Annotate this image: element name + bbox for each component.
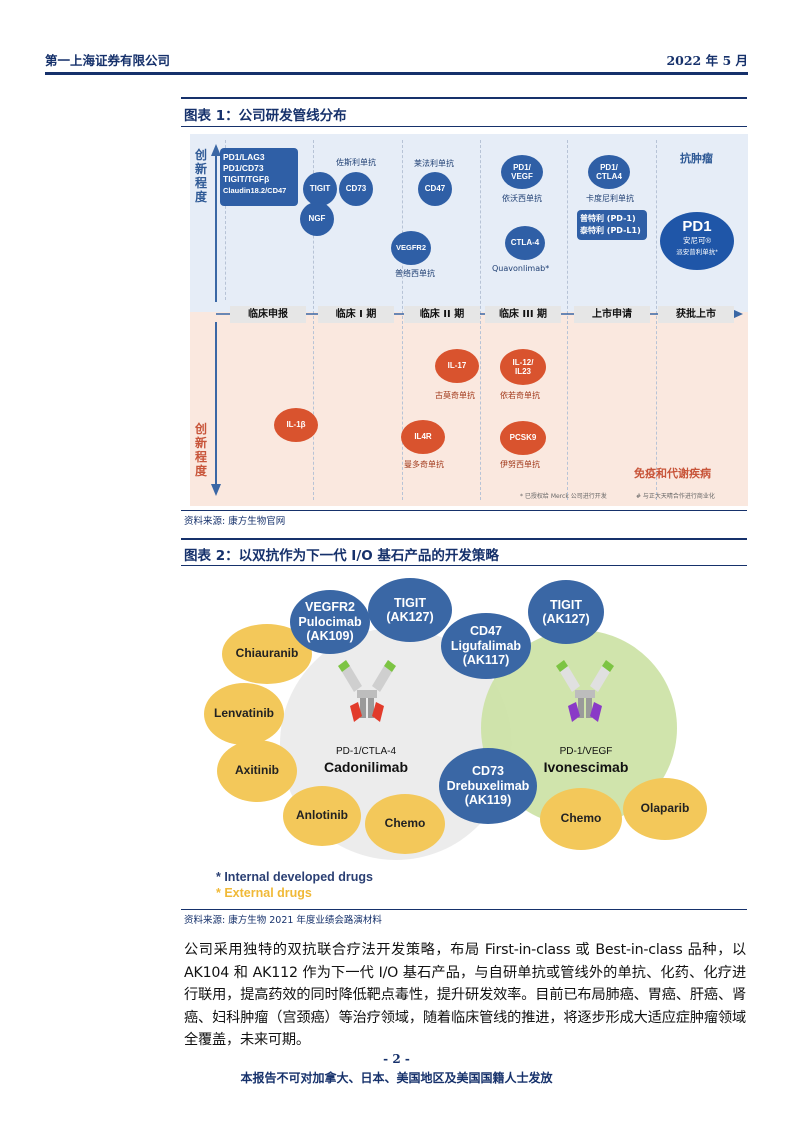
external-drug-bubble: Chemo — [365, 794, 445, 854]
figure2-title-rule — [181, 565, 747, 566]
figure1-source: 资料来源: 康方生物官网 — [184, 516, 286, 527]
y-axis-label-top: 创新程度 — [195, 148, 208, 204]
pipeline-chart: 创新程度 创新程度 临床申报 临床 I 期 临床 II 期 临床 III 期 上… — [190, 134, 748, 506]
body-paragraph: 公司采用独特的双抗联合疗法开发策略，布局 First-in-class 或 Be… — [184, 942, 746, 1048]
drug-label: 伊努西单抗 — [500, 460, 540, 469]
target-bubble: IL-12/ IL23 — [500, 349, 546, 385]
header-rule — [45, 72, 748, 75]
internal-drug-bubble: TIGIT (AK127) — [368, 578, 452, 642]
figure2-bottom-rule — [181, 909, 747, 910]
drug-label: 普络西单抗 — [395, 269, 435, 278]
footer-disclaimer: 本报告不可对加拿大、日本、美国地区及美国国籍人士发放 — [240, 1071, 553, 1085]
left-center-name: Cadonilimab — [323, 759, 408, 775]
strategy-diagram: PD-1/CTLA-4 Cadonilimab PD-1/VEGF Ivones… — [184, 568, 746, 906]
figure1-top-rule — [181, 97, 747, 99]
target-bubble: NGF — [300, 202, 334, 236]
approved-bubble: PD1 安尼可® 派安普利单抗* — [660, 212, 734, 270]
footnote: * 已授权给 Merck 公司进行开发 — [520, 493, 607, 500]
target-bubble: IL-17 — [435, 349, 479, 383]
footnote: # 与正大天晴合作进行商业化 — [636, 493, 715, 500]
nda-box: 普特利 (PD-1) 泰特利 (PD-L1) — [577, 210, 647, 240]
target-bubble: TIGIT — [303, 172, 337, 206]
internal-drug-bubble: CD73 Drebuxelimab (AK119) — [439, 748, 537, 824]
external-drug-bubble: Lenvatinib — [204, 683, 284, 745]
preclinical-box: PD1/LAG3 PD1/CD73 TIGIT/TGFβ Claudin18.2… — [220, 148, 298, 206]
target-bubble: PD1/ CTLA4 — [588, 155, 630, 189]
target-bubble: CD47 — [418, 172, 452, 206]
drug-label: 曼多奇单抗 — [404, 460, 444, 469]
stage-label: 临床 II 期 — [404, 306, 480, 323]
figure1-title: 图表 1：公司研发管线分布 — [184, 108, 347, 124]
figure1-title-rule — [181, 126, 747, 127]
drug-label: 古莫奇单抗 — [435, 391, 475, 400]
drug-label: 依若奇单抗 — [500, 391, 540, 400]
external-drug-bubble: Chemo — [540, 788, 622, 850]
external-drug-bubble: Olaparib — [623, 778, 707, 840]
drug-label: 卡度尼利单抗 — [586, 194, 634, 203]
header-company: 第一上海证券有限公司 — [45, 53, 171, 68]
right-center-name: Ivonescimab — [543, 759, 629, 775]
figure2-top-rule — [181, 538, 747, 540]
external-drug-bubble: Anlotinib — [283, 786, 361, 846]
figure1-bottom-rule — [181, 510, 747, 511]
target-bubble: CTLA-4 — [505, 226, 545, 260]
target-bubble: IL-1β — [274, 408, 318, 442]
target-bubble: VEGFR2 — [391, 231, 431, 265]
drug-label: Quavonlimab* — [492, 264, 550, 273]
header-date: 2022 年 5 月 — [666, 53, 748, 68]
left-center-target: PD-1/CTLA-4 — [335, 746, 396, 757]
immunology-region — [190, 312, 748, 506]
immunology-label: 免疫和代谢疾病 — [634, 467, 711, 480]
target-bubble: PCSK9 — [500, 421, 546, 455]
legend-internal: * Internal developed drugs — [216, 870, 373, 884]
drug-label: 莱法利单抗 — [414, 159, 454, 168]
target-bubble: PD1/ VEGF — [501, 155, 543, 189]
oncology-label: 抗肿瘤 — [680, 152, 713, 165]
internal-drug-bubble: CD47 Ligufalimab (AK117) — [441, 613, 531, 679]
target-bubble: IL4R — [401, 420, 445, 454]
right-center-target: PD-1/VEGF — [559, 746, 613, 757]
stage-label: 临床 I 期 — [318, 306, 394, 323]
target-bubble: CD73 — [339, 172, 373, 206]
antibody-icon — [338, 660, 396, 722]
drug-label: 依沃西单抗 — [502, 194, 542, 203]
internal-drug-bubble: VEGFR2 Pulocimab (AK109) — [290, 590, 370, 654]
stage-label: 临床申报 — [230, 306, 306, 323]
figure2-source: 资料来源: 康方生物 2021 年度业绩会路演材料 — [184, 915, 382, 926]
drug-label: 佐斯利单抗 — [336, 158, 376, 167]
stage-label: 上市申请 — [574, 306, 650, 323]
page-number: - 2 - — [383, 1052, 410, 1066]
stage-label: 获批上市 — [658, 306, 734, 323]
figure2-title: 图表 2：以双抗作为下一代 I/O 基石产品的开发策略 — [184, 548, 499, 564]
legend-external: * External drugs — [216, 886, 312, 900]
antibody-icon — [556, 660, 614, 722]
stage-label: 临床 III 期 — [485, 306, 561, 323]
internal-drug-bubble: TIGIT (AK127) — [528, 580, 604, 644]
y-axis-label-bottom: 创新程度 — [195, 422, 208, 478]
external-drug-bubble: Axitinib — [217, 740, 297, 802]
